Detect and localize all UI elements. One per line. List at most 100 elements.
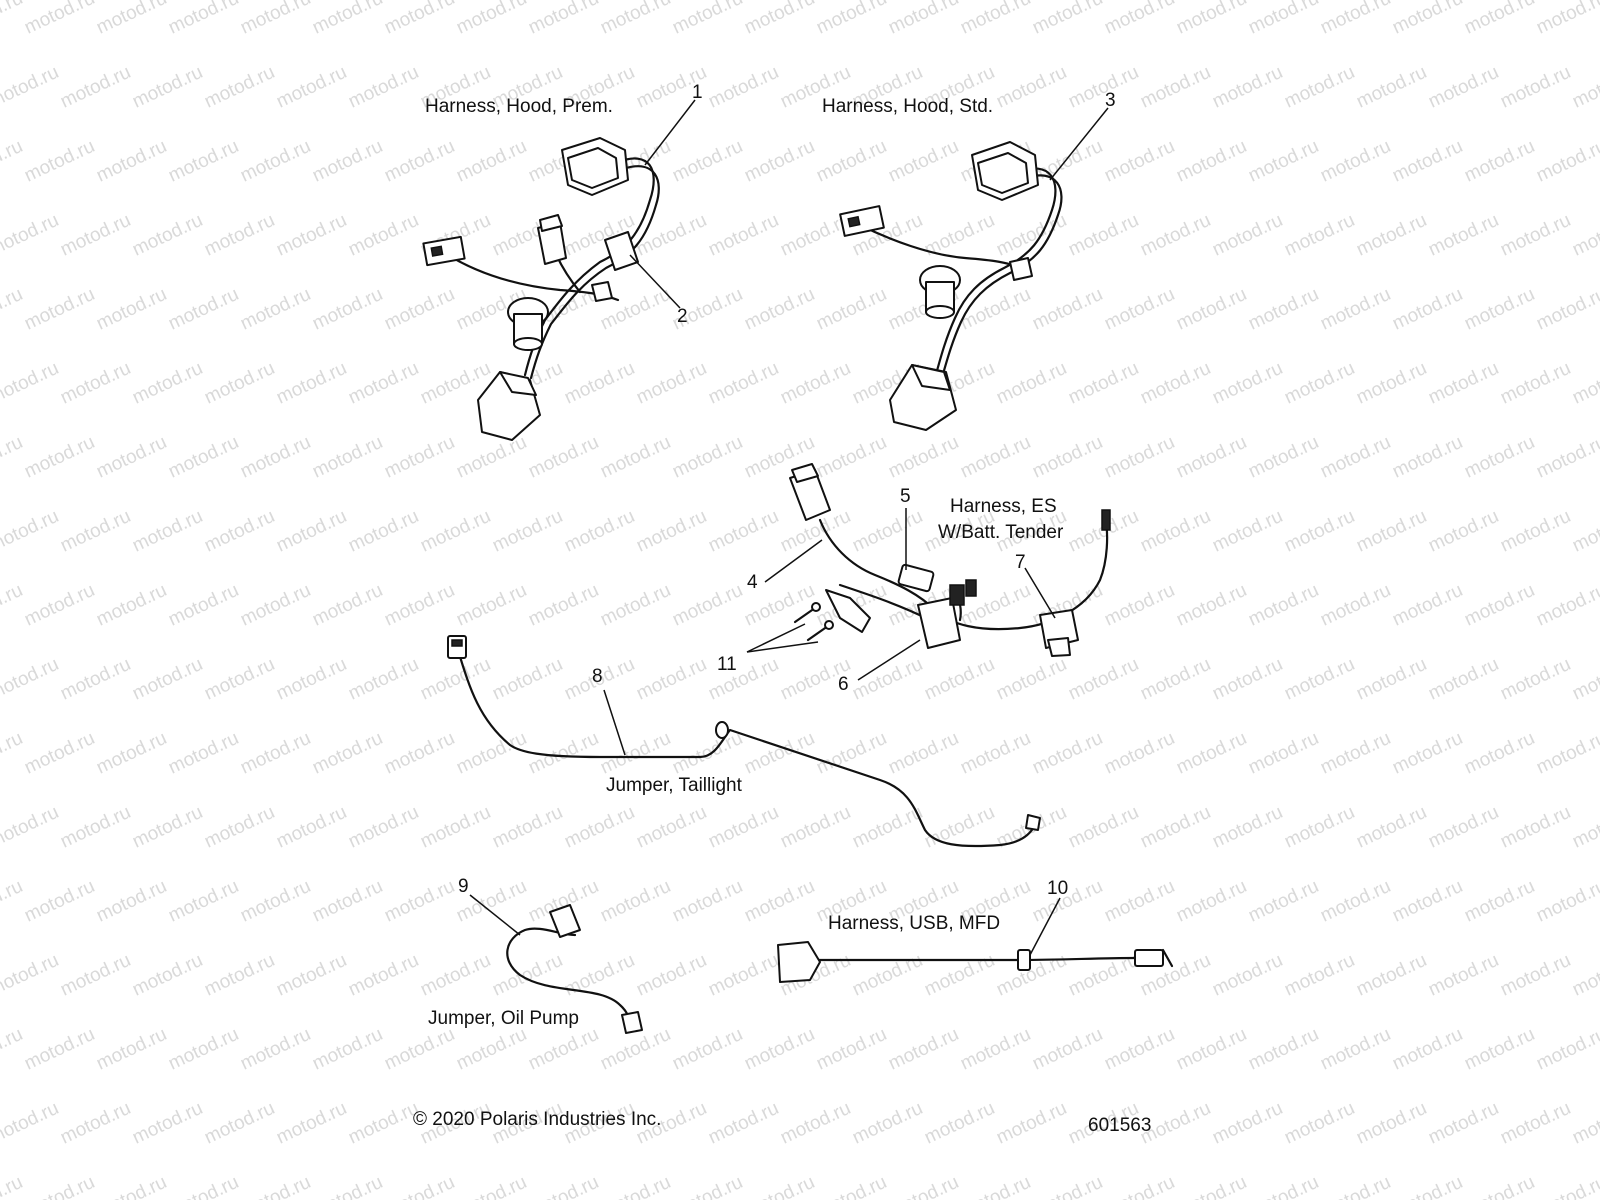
watermark-text: motod.ru: [1281, 802, 1358, 853]
callout-6: 6: [838, 674, 849, 695]
watermark-text: motod.ru: [57, 506, 134, 557]
watermark-text: motod.ru: [273, 62, 350, 113]
callout-4: 4: [747, 572, 758, 593]
watermark-text: motod.ru: [1101, 876, 1178, 927]
watermark-text: motod.ru: [1461, 728, 1538, 779]
watermark-text: motod.ru: [1497, 506, 1574, 557]
watermark-text: motod.ru: [1317, 1024, 1394, 1075]
watermark-text: motod.ru: [201, 358, 278, 409]
watermark-text: motod.ru: [669, 876, 746, 927]
watermark-text: motod.ru: [633, 358, 710, 409]
watermark-text: motod.ru: [1101, 1024, 1178, 1075]
harness-hood-std-part[interactable]: [839, 141, 1063, 431]
watermark-text: motod.ru: [129, 654, 206, 705]
watermark-text: motod.ru: [1317, 1172, 1394, 1200]
watermark-text: motod.ru: [1209, 210, 1286, 261]
watermark-text: motod.ru: [21, 136, 98, 187]
watermark-text: motod.ru: [57, 654, 134, 705]
watermark-text: motod.ru: [1317, 728, 1394, 779]
watermark-text: motod.ru: [597, 580, 674, 631]
watermark-text: motod.ru: [453, 1172, 530, 1200]
watermark-text: motod.ru: [777, 358, 854, 409]
watermark-text: motod.ru: [21, 284, 98, 335]
watermark-text: motod.ru: [1317, 580, 1394, 631]
watermark-text: motod.ru: [1533, 0, 1600, 39]
watermark-text: motod.ru: [525, 1172, 602, 1200]
jumper-oil-pump-part[interactable]: [506, 904, 643, 1034]
harness-usb-mfd-part[interactable]: [777, 941, 1174, 983]
watermark-text: motod.ru: [1245, 1172, 1322, 1200]
watermark-text: motod.ru: [1569, 654, 1600, 705]
label-harness-es-line1: Harness, ES: [950, 496, 1057, 517]
watermark-text: motod.ru: [345, 802, 422, 853]
watermark-text: motod.ru: [237, 0, 314, 39]
watermark-text: motod.ru: [741, 0, 818, 39]
watermark-text: motod.ru: [1497, 802, 1574, 853]
watermark-text: motod.ru: [309, 0, 386, 39]
watermark-text: motod.ru: [1245, 876, 1322, 927]
watermark-text: motod.ru: [0, 62, 62, 113]
watermark-text: motod.ru: [1389, 1172, 1466, 1200]
watermark-text: motod.ru: [597, 1172, 674, 1200]
watermark-text: motod.ru: [1569, 62, 1600, 113]
watermark-text: motod.ru: [1065, 802, 1142, 853]
watermark-text: motod.ru: [633, 654, 710, 705]
watermark-text: motod.ru: [1209, 654, 1286, 705]
watermark-text: motod.ru: [489, 654, 566, 705]
label-jumper-oil-pump: Jumper, Oil Pump: [428, 1008, 579, 1029]
watermark-text: motod.ru: [273, 506, 350, 557]
watermark-text: motod.ru: [1281, 506, 1358, 557]
watermark-text: motod.ru: [93, 136, 170, 187]
watermark-text: motod.ru: [201, 654, 278, 705]
watermark-text: motod.ru: [273, 210, 350, 261]
watermark-text: motod.ru: [1065, 654, 1142, 705]
watermark-text: motod.ru: [1425, 506, 1502, 557]
watermark-text: motod.ru: [1029, 1024, 1106, 1075]
watermark-text: motod.ru: [1029, 1172, 1106, 1200]
watermark-text: motod.ru: [165, 1024, 242, 1075]
watermark-text: motod.ru: [345, 210, 422, 261]
watermark-text: motod.ru: [0, 654, 62, 705]
jumper-taillight-part[interactable]: [447, 635, 1041, 848]
watermark-text: motod.ru: [1389, 1024, 1466, 1075]
watermark-text: motod.ru: [633, 802, 710, 853]
watermark-text: motod.ru: [1065, 62, 1142, 113]
watermark-text: motod.ru: [1209, 950, 1286, 1001]
watermark-text: motod.ru: [597, 876, 674, 927]
watermark-text: motod.ru: [525, 580, 602, 631]
watermark-text: motod.ru: [93, 1172, 170, 1200]
watermark-text: motod.ru: [21, 580, 98, 631]
watermark-text: motod.ru: [1425, 802, 1502, 853]
watermark-text: motod.ru: [381, 0, 458, 39]
watermark-text: motod.ru: [705, 358, 782, 409]
watermark-text: motod.ru: [1137, 654, 1214, 705]
watermark-text: motod.ru: [57, 358, 134, 409]
watermark-text: motod.ru: [777, 802, 854, 853]
watermark-text: motod.ru: [1137, 210, 1214, 261]
watermark-text: motod.ru: [0, 506, 62, 557]
watermark-text: motod.ru: [0, 1024, 26, 1075]
watermark-text: motod.ru: [201, 62, 278, 113]
watermark-text: motod.ru: [489, 802, 566, 853]
harness-hood-prem-part[interactable]: [422, 137, 660, 441]
watermark-text: motod.ru: [705, 1098, 782, 1149]
watermark-text: motod.ru: [993, 62, 1070, 113]
watermark-text: motod.ru: [381, 432, 458, 483]
watermark-text: motod.ru: [381, 284, 458, 335]
watermark-text: motod.ru: [201, 210, 278, 261]
watermark-text: motod.ru: [417, 950, 494, 1001]
watermark-text: motod.ru: [885, 432, 962, 483]
label-harness-usb-mfd: Harness, USB, MFD: [828, 913, 1000, 934]
watermark-text: motod.ru: [1317, 432, 1394, 483]
watermark-text: motod.ru: [1245, 136, 1322, 187]
watermark-text: motod.ru: [1029, 432, 1106, 483]
watermark-text: motod.ru: [1281, 358, 1358, 409]
watermark-text: motod.ru: [489, 950, 566, 1001]
harness-es-part[interactable]: [789, 463, 1111, 657]
watermark-text: motod.ru: [1353, 358, 1430, 409]
callout-9: 9: [458, 876, 469, 897]
watermark-text: motod.ru: [309, 1172, 386, 1200]
watermark-text: motod.ru: [777, 1098, 854, 1149]
watermark-text: motod.ru: [1533, 1024, 1600, 1075]
